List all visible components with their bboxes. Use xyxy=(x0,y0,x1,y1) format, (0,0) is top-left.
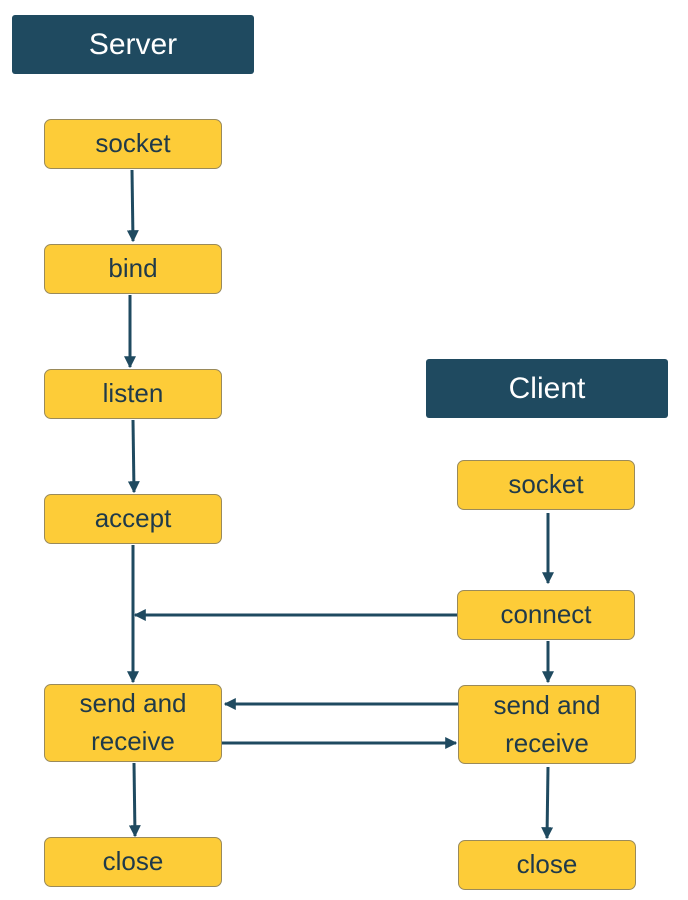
client-send-receive-line2: receive xyxy=(505,727,589,758)
client-header: Client xyxy=(426,359,668,418)
arrow-client-send-receive-to-close xyxy=(541,766,554,840)
server-send-receive-line2: receive xyxy=(91,726,175,756)
server-listen-node: listen xyxy=(44,369,222,419)
client-close-node: close xyxy=(458,840,636,890)
client-socket-node: socket xyxy=(457,460,635,510)
arrow-socket-to-bind xyxy=(126,169,139,243)
arrow-send-receive-to-close xyxy=(128,762,141,838)
server-send-receive-line1: send and xyxy=(79,688,187,719)
client-connect-node: connect xyxy=(457,590,635,640)
server-send-receive-node: send and receive xyxy=(44,684,222,762)
server-bind-node: bind xyxy=(44,244,222,294)
server-accept-node: accept xyxy=(44,494,222,544)
server-header: Server xyxy=(12,15,254,74)
client-send-receive-node: send and receive xyxy=(458,685,636,764)
arrow-listen-to-accept xyxy=(127,419,140,494)
server-close-node: close xyxy=(44,837,222,887)
server-socket-node: socket xyxy=(44,119,222,169)
client-send-receive-line1: send and xyxy=(493,689,601,720)
